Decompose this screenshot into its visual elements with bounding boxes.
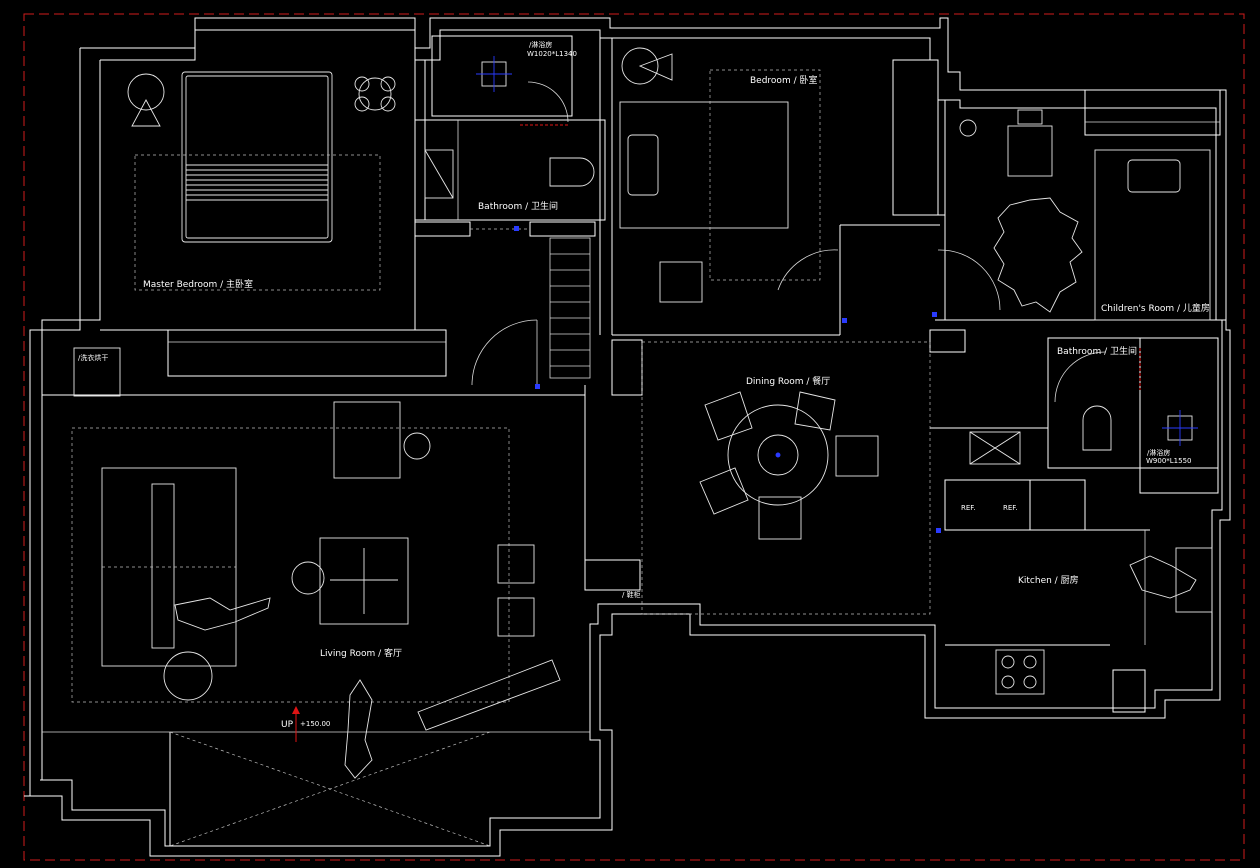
lamp-icon-bedroom bbox=[621, 47, 673, 85]
potted-plant-icon bbox=[354, 76, 396, 112]
note-elevation: +150.00 bbox=[300, 720, 330, 728]
outer-walls bbox=[24, 17, 1231, 857]
bed-icon-bedroom bbox=[619, 101, 789, 229]
door-swing bbox=[777, 249, 839, 291]
sofa-icon bbox=[101, 467, 237, 667]
sink-icon-2 bbox=[969, 431, 1021, 465]
bedroom-rug bbox=[709, 69, 821, 281]
armchair-icon bbox=[333, 401, 431, 479]
staircase bbox=[549, 237, 591, 379]
round-table-icon bbox=[727, 404, 829, 506]
toilet-icon bbox=[549, 157, 595, 187]
drawing-frame bbox=[23, 13, 1245, 861]
door-swing bbox=[937, 249, 1001, 311]
coffee-table-icon bbox=[291, 537, 409, 625]
side-table-icon bbox=[163, 544, 535, 701]
label-bathroom-master: Bathroom / 卫生间 bbox=[478, 200, 558, 212]
rug bbox=[134, 154, 381, 291]
shower-drain-icon-2 bbox=[1162, 410, 1198, 446]
piano-icon bbox=[417, 659, 561, 731]
living-rug bbox=[71, 427, 510, 703]
bed-icon bbox=[181, 71, 333, 243]
chair-icon bbox=[659, 261, 703, 303]
label-living-room: Living Room / 客厅 bbox=[320, 647, 402, 659]
up-arrow-icon bbox=[292, 706, 300, 742]
label-master-bedroom: Master Bedroom / 主卧室 bbox=[143, 278, 253, 290]
note-ref-2: REF. bbox=[1003, 504, 1017, 512]
label-dining-room: Dining Room / 餐厅 bbox=[746, 375, 830, 387]
kitchen-sink-icon bbox=[1175, 547, 1213, 613]
note-shower-bottom-size: W900*L1550 bbox=[1146, 457, 1192, 465]
note-washer: /洗衣烘干 bbox=[78, 353, 108, 362]
note-shower-top-size: W1020*L1340 bbox=[527, 50, 577, 58]
desk-chair-icon bbox=[959, 109, 1053, 177]
chair-icon-dining bbox=[699, 391, 879, 540]
label-bathroom-second: Bathroom / 卫生间 bbox=[1057, 345, 1137, 357]
dining-zone bbox=[641, 341, 931, 615]
interior-walls bbox=[42, 35, 1226, 847]
door-swing bbox=[527, 81, 569, 123]
door-swing bbox=[471, 319, 538, 386]
shower-drain-icon bbox=[476, 56, 512, 92]
note-shower-top: /淋浴房 bbox=[529, 40, 552, 49]
washer-icon bbox=[73, 347, 121, 397]
sink-icon bbox=[424, 149, 454, 199]
door-markers bbox=[514, 226, 941, 533]
note-cabinet: / 鞋柜 bbox=[622, 590, 641, 599]
bed-icon-children bbox=[1094, 149, 1211, 321]
note-shower-bottom: /淋浴房 bbox=[1147, 448, 1170, 457]
note-ref-1: REF. bbox=[961, 504, 975, 512]
potted-plant-icon bbox=[993, 197, 1083, 313]
lamp-icon bbox=[127, 73, 165, 127]
note-up: UP bbox=[281, 720, 294, 730]
toilet-icon-2 bbox=[1082, 405, 1112, 451]
label-kitchen: Kitchen / 厨房 bbox=[1018, 574, 1079, 586]
stove-icon bbox=[995, 649, 1045, 695]
label-childrens-room: Children's Room / 儿童房 bbox=[1101, 302, 1210, 314]
person-figure-icon bbox=[174, 555, 1197, 779]
door-swing bbox=[1054, 351, 1106, 403]
label-bedroom: Bedroom / 卧室 bbox=[750, 74, 817, 86]
